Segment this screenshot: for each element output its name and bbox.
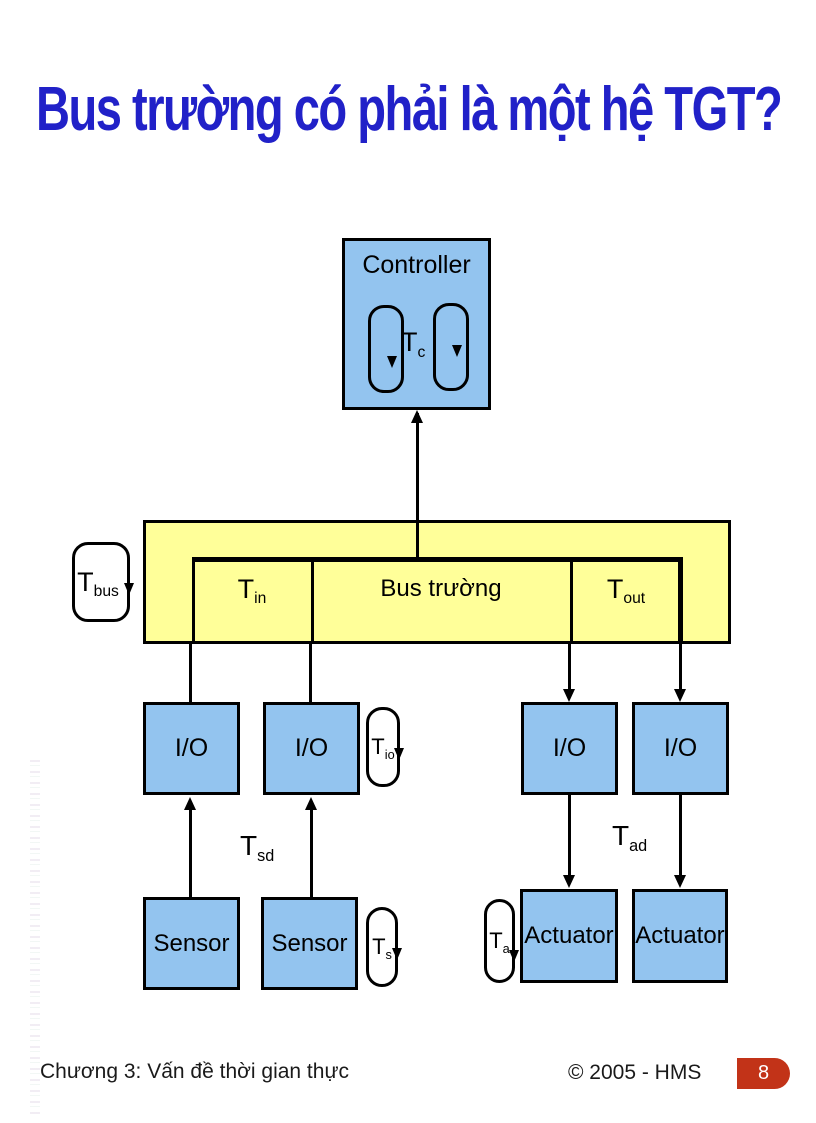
t-bus-label: Tbus xyxy=(77,566,119,601)
sensor-io-line-1 xyxy=(189,808,192,897)
arrow-down-icon xyxy=(563,689,575,702)
bus-divider-right xyxy=(570,557,573,644)
arrow-down-icon xyxy=(387,355,397,368)
controller-task-cycle-right-icon xyxy=(433,303,469,391)
bus-io-line-4 xyxy=(679,644,682,692)
arrow-down-icon xyxy=(674,689,686,702)
sensor-label: Sensor xyxy=(271,929,348,957)
t-c-label: Tc xyxy=(401,327,426,361)
arrow-down-icon xyxy=(563,875,575,888)
io-label: I/O xyxy=(294,734,329,762)
actuator-box-2: Actuator xyxy=(632,889,728,983)
sensor-box-2: Sensor xyxy=(261,897,358,990)
arrow-up-icon xyxy=(305,797,317,810)
arrow-down-icon xyxy=(674,875,686,888)
t-s-cycle-icon: Ts xyxy=(366,907,402,987)
t-io-cycle-icon: Tio xyxy=(366,707,404,787)
sensor-box-1: Sensor xyxy=(143,897,240,990)
io-label: I/O xyxy=(174,734,209,762)
sensor-label: Sensor xyxy=(153,929,230,957)
t-a-cycle-icon: Ta xyxy=(484,899,519,983)
sensor-io-line-2 xyxy=(310,808,313,897)
io-box-3: I/O xyxy=(521,702,618,795)
fieldbus-band xyxy=(143,520,731,644)
watermark-strip xyxy=(30,760,40,1115)
actuator-box-1: Actuator xyxy=(520,889,618,983)
arrow-down-icon xyxy=(394,748,404,761)
io-actuator-line-1 xyxy=(568,795,571,877)
t-out-section: Tout xyxy=(573,568,679,610)
arrow-up-icon xyxy=(184,797,196,810)
page-title: Bus trường có phải là một hệ TGT? xyxy=(36,75,783,144)
io-label: I/O xyxy=(663,734,698,762)
t-a-label: Ta xyxy=(489,928,510,956)
t-in-label: Tin xyxy=(237,573,267,608)
controller-task-cycle-left-icon xyxy=(368,305,404,393)
page-number: 8 xyxy=(757,1062,770,1084)
arrow-down-icon xyxy=(392,948,402,961)
fieldbus-inner-frame xyxy=(192,557,683,644)
t-sd-label: Tsd xyxy=(240,830,275,866)
t-bus-cycle-icon: Tbus xyxy=(72,542,134,622)
bus-io-line-3 xyxy=(568,644,571,692)
io-label: I/O xyxy=(552,734,587,762)
bus-io-line-2 xyxy=(309,644,312,702)
arrow-up-icon xyxy=(411,410,423,423)
arrow-down-icon xyxy=(509,950,519,963)
controller-box: Controller Tc xyxy=(342,238,491,410)
io-box-2: I/O xyxy=(263,702,360,795)
io-actuator-line-2 xyxy=(679,795,682,877)
t-ad-label: Tad xyxy=(612,820,648,856)
actuator-label: Actuator xyxy=(635,922,725,949)
arrow-down-icon xyxy=(452,345,462,358)
t-out-label: Tout xyxy=(606,573,646,608)
arrow-down-icon xyxy=(124,583,134,596)
controller-label: Controller xyxy=(362,251,471,279)
bus-io-line-1 xyxy=(189,644,192,702)
bus-section-label: Bus trường xyxy=(380,575,502,602)
actuator-label: Actuator xyxy=(524,922,614,949)
page-number-badge: 8 xyxy=(737,1058,790,1089)
t-io-label: Tio xyxy=(371,734,395,762)
controller-bus-line xyxy=(416,413,419,557)
bus-divider-left xyxy=(311,557,314,644)
io-box-1: I/O xyxy=(143,702,240,795)
io-box-4: I/O xyxy=(632,702,729,795)
footer-chapter: Chương 3: Vấn đề thời gian thực xyxy=(40,1060,350,1083)
footer-copyright: © 2005 - HMS xyxy=(568,1061,702,1084)
t-in-section: Tin xyxy=(195,568,309,610)
t-s-label: Ts xyxy=(372,934,392,962)
